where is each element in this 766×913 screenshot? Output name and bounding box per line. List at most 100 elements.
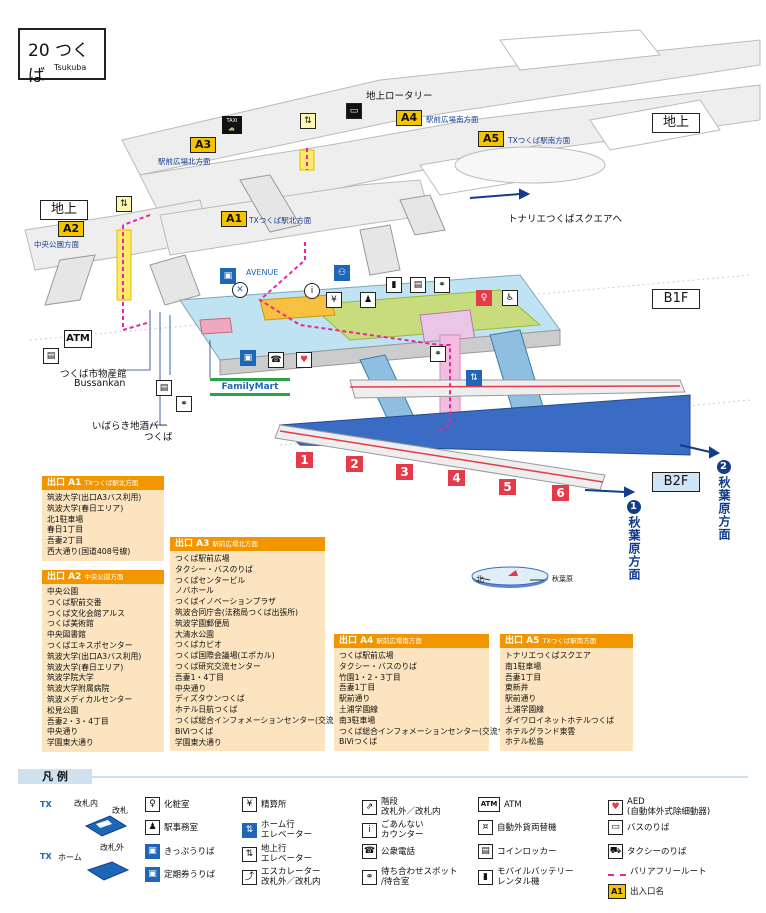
exit-a2-item: 学園東大通り xyxy=(47,738,94,748)
map-exit-a2: A2 xyxy=(58,221,85,237)
map-exit-a2-desc: 中央公園方面 xyxy=(34,240,79,249)
ground-elevator-icon: ⇅ xyxy=(300,113,316,129)
meeting-spot-icon: ⚇ xyxy=(334,265,350,281)
b1-concourse xyxy=(179,274,561,376)
exit-a2-sub: 中央公園方面 xyxy=(84,573,124,581)
exit-a5-item: トナリエつくばスクエア xyxy=(505,651,591,660)
locker-icon: ▤ xyxy=(156,380,172,396)
exit-a2-title: 出口 A2 xyxy=(47,572,82,582)
locker-icon: ▤ xyxy=(43,348,59,364)
office-icon: ♟ xyxy=(360,292,376,308)
level-b2f: B2F xyxy=(652,472,700,492)
level-ground-left: 地上 xyxy=(40,200,88,220)
barrier-free-route-icon xyxy=(608,868,626,876)
map-exit-a3-desc: 駅前広場北方面 xyxy=(158,157,211,166)
office-icon: ♟ xyxy=(145,820,160,835)
exit-a4-item: 南3駐車場 xyxy=(339,715,376,725)
familymart-label: FamilyMart xyxy=(221,382,279,392)
exit-a3-item: タクシー・バスのりば xyxy=(175,564,253,574)
exit-a4-item: 竹園1・2・3丁目 xyxy=(339,672,401,682)
exit-a5-list: トナリエつくばスクエア南1駐車場吾妻1丁目東新井駅前通り土浦学園線ダイワロイネッ… xyxy=(500,648,633,751)
ibaraki-bar-label: いばらき地酒バー xyxy=(92,421,169,432)
legend-item-locker: ▤コインロッカー xyxy=(478,844,557,859)
legend-label: 精算所 xyxy=(261,799,287,810)
platform-number-4: 4 xyxy=(448,470,465,486)
barrier-free-route xyxy=(122,148,451,431)
level-ground: 地上 xyxy=(652,113,700,133)
platform-number-2: 2 xyxy=(346,456,363,472)
exit-a4-item: 吾妻1丁目 xyxy=(339,683,376,693)
legend-item-ground_elevator: ⇅地上行エレベーター xyxy=(242,844,312,864)
legend-title: 凡 例 xyxy=(18,769,92,784)
phone-icon: ☎ xyxy=(268,352,284,368)
stairs-icon: ⇗ xyxy=(362,799,377,815)
map-exit-a1-desc: TXつくば駅北方面 xyxy=(249,216,312,225)
legend-label: 階段改札外／改札内 xyxy=(381,797,441,817)
exit-a2-item: 筑波大学(出口A3バス利用) xyxy=(47,651,142,661)
exit-a1-item: 吾妻2丁目 xyxy=(47,536,84,546)
legend-label: バスのりば xyxy=(627,822,670,833)
exit-a2-list: 中央公園つくば駅前交番つくば文化会館アルスつくば美術館中央図書館つくばエキスポセ… xyxy=(42,584,164,752)
exit-a5-item: 東新井 xyxy=(505,683,529,693)
gate-diagram-icon xyxy=(84,815,128,837)
legend-label: きっぷうりば xyxy=(164,846,215,857)
exit-a5-item: ダイワロイネットホテルつくば xyxy=(505,715,615,725)
legend-item-commuter: ▣定期券うりば xyxy=(145,867,215,882)
exit-a5-item: 土浦学園線 xyxy=(505,704,544,714)
exit-a5-sub: TXつくば駅南方面 xyxy=(542,637,597,645)
battery-icon: ▮ xyxy=(386,277,402,293)
stair-wells xyxy=(44,174,446,306)
exit-a2-item: 筑波学院大学 xyxy=(47,673,94,683)
ticket-icon: ▣ xyxy=(240,350,256,366)
exit-a4-item: タクシー・バスのりば xyxy=(339,661,417,671)
exit-a2-item: 松見公園 xyxy=(47,705,79,715)
b2-platform xyxy=(274,379,691,491)
legend-gate-in: 改札内 xyxy=(74,799,98,808)
legend-gate: 改札 xyxy=(112,806,128,815)
direction-arrows xyxy=(469,188,721,498)
exit-a3-item: ディズタウンつくば xyxy=(175,694,245,704)
exit-a2-item: つくば文化会館アルス xyxy=(47,608,125,618)
rotary-label: 地上ロータリー xyxy=(366,91,433,102)
legend-gate-out: 改札外 xyxy=(100,843,124,852)
exit-a3-item: 筑波学園郵便局 xyxy=(175,618,230,628)
exit-a3-item: つくばセンタービル xyxy=(175,575,246,585)
exit-a1-sub: TXつくば駅北方面 xyxy=(84,479,139,487)
map-exit-a1: A1 xyxy=(221,211,248,227)
exit-a2-item: 筑波大学(春日エリア) xyxy=(47,662,124,672)
bussankan-en-label: Bussankan xyxy=(74,378,126,389)
exit-a3-item: ノバホール xyxy=(175,586,214,596)
legend-item-ticket: ▣きっぷうりば xyxy=(145,844,215,859)
exit-a3-item: つくばイノベーションプラザ xyxy=(175,597,276,607)
direction-1-number: 1 xyxy=(627,500,641,514)
exit-a3-item: つくば総合インフォメーションセンター(交流サロン) xyxy=(175,715,361,725)
legend-label: バリアフリールート xyxy=(630,867,707,877)
ground-elevator-icon: ⇅ xyxy=(242,846,257,862)
legend-item-vending: ¤自動外貨両替機 xyxy=(478,820,557,835)
toilet-icon: ♀ xyxy=(145,797,160,812)
exit-a3-item: 大清水公園 xyxy=(175,629,214,639)
meeting-spot-icon: ⚭ xyxy=(176,396,192,412)
legend-label: 地上行エレベーター xyxy=(261,844,313,864)
legend-home: ホーム xyxy=(58,853,82,862)
platform-number-6: 6 xyxy=(552,485,569,501)
phone-icon: ☎ xyxy=(362,844,377,859)
meeting-spot-icon: ⚭ xyxy=(434,277,450,293)
exit-a5-item: 南1駐車場 xyxy=(505,661,542,671)
atm-icon: ATM xyxy=(478,797,500,812)
fare-adjust-icon: ¥ xyxy=(326,292,342,308)
exit-a5-item: ホテルグランド東雲 xyxy=(505,726,576,736)
exit-a5-title: 出口 A5 xyxy=(505,636,540,646)
legend-label: モバイルバッテリーレンタル機 xyxy=(497,867,574,887)
legend-item-office: ♟駅事務室 xyxy=(145,820,198,835)
exit-a5-item: 吾妻1丁目 xyxy=(505,672,542,682)
exit-a1-item: 北1駐車場 xyxy=(47,514,84,524)
map-exit-a3: A3 xyxy=(190,137,217,153)
legend-item-taxi: ⛟タクシーのりば xyxy=(608,844,687,859)
exit-a4-sub: 駅前広場南方面 xyxy=(376,637,422,645)
